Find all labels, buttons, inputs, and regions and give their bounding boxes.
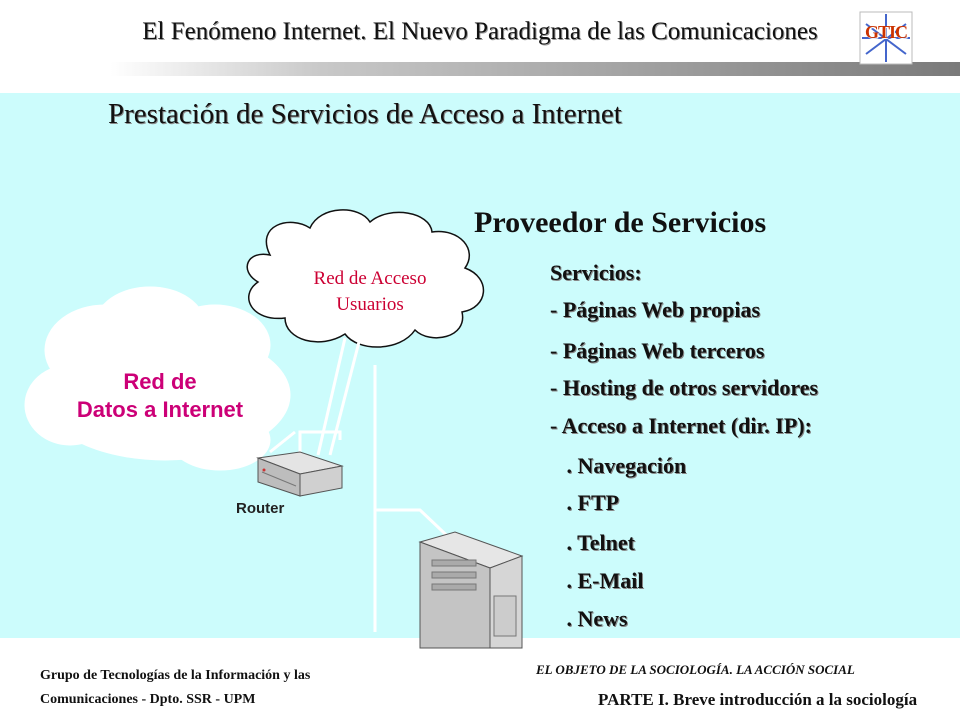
header-title: El Fenómeno Internet. El Nuevo Paradigma…: [142, 18, 818, 45]
services-heading: Servicios:: [550, 260, 642, 285]
service-item: - Hosting de otros servidores: [550, 375, 819, 400]
internet-network-line1: Red de: [123, 369, 197, 394]
internet-cloud: [24, 286, 291, 471]
server-tower: [418, 531, 524, 649]
service-subitem: . Telnet: [550, 530, 635, 555]
footer-department: Comunicaciones - Dpto. SSR - UPM: [40, 692, 256, 707]
service-subitem: . Navegación: [550, 453, 687, 478]
router-label: Router: [236, 500, 285, 517]
service-subitem: . News: [550, 606, 628, 631]
service-subitem: . FTP: [550, 490, 620, 515]
slide-title: Prestación de Servicios de Acceso a Inte…: [108, 98, 622, 130]
service-subitem: . E-Mail: [550, 568, 644, 593]
provider-heading: Proveedor de Servicios: [474, 206, 767, 239]
service-item: - Páginas Web propias: [550, 297, 761, 322]
gtic-logo-text: GTIC: [864, 22, 908, 42]
footer-part: PARTE I. Breve introducción a la sociolo…: [598, 690, 918, 709]
access-network-line1: Red de Acceso: [313, 268, 427, 289]
access-network-label: Red de Acceso Usuarios: [270, 266, 470, 318]
service-item: - Acceso a Internet (dir. IP):: [550, 413, 812, 438]
service-item: - Páginas Web terceros: [550, 338, 765, 363]
access-cloud: [246, 209, 485, 348]
footer-group-name: Grupo de Tecnologías de la Información y…: [40, 668, 311, 683]
header-rule: [110, 62, 960, 76]
internet-network-line2: Datos a Internet: [76, 397, 244, 422]
footer-topic: EL OBJETO DE LA SOCIOLOGÍA. LA ACCIÓN SO…: [536, 662, 855, 677]
router-device: [256, 451, 344, 497]
internet-network-label: Red de Datos a Internet: [55, 368, 265, 424]
access-network-line2: Usuarios: [336, 294, 404, 315]
gtic-logo: [859, 11, 913, 65]
